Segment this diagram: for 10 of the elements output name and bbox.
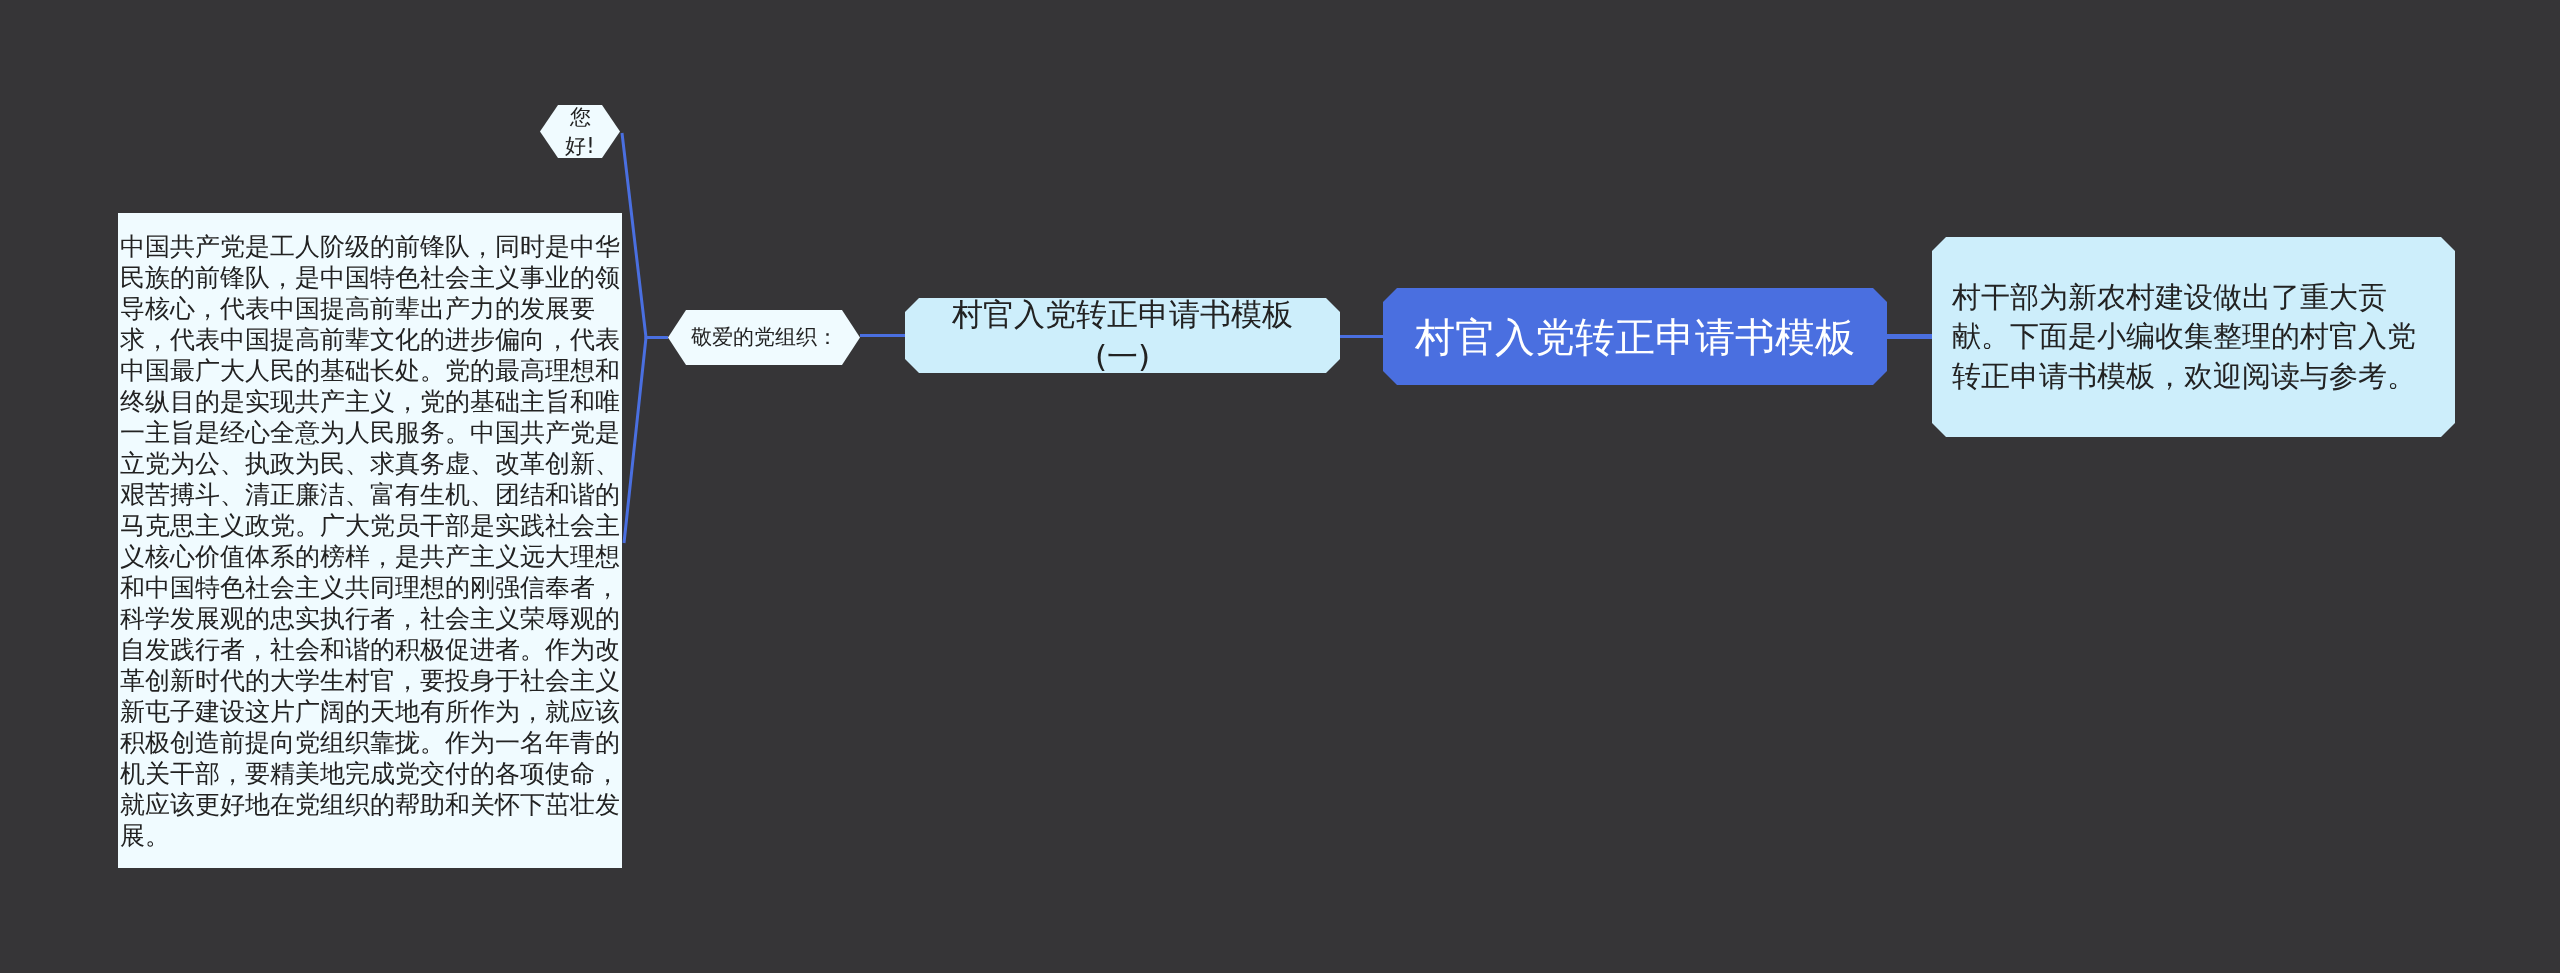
topic-box: 村官入党转正申请书模板(一): [905, 298, 1340, 373]
central-topic-box: 村官入党转正申请书模板: [1383, 288, 1887, 385]
connector-line: [1340, 335, 1383, 338]
connector-line: [860, 334, 905, 337]
connector-line: [622, 336, 668, 544]
connector-line: [1887, 334, 1932, 339]
note-box: 村干部为新农村建设做出了重大贡献。下面是小编收集整理的村官入党转正申请书模板，欢迎阅读与参考。: [1932, 237, 2455, 437]
subtopic-box: 敬爱的党组织：: [668, 310, 860, 365]
text-box: 中国共产党是工人阶级的前锋队，同时是中华民族的前锋队，是中国特色社会主义事业的领导核心，代表中国提高前辈出产力的发展要求，代表中国提高前辈文化的进步偏向，代表中国最广大人民的基础长处。党的最高理想和终纵目的是实现共产主义，党的基础主旨和唯一主旨是经心全意为人民服务。中国共产党是立党为公、执政为民、求真务虚、改革创新、艰苦搏斗、清正廉洁、富有生机、团结和谐的马克思主义政党。广大党员干部是实践社会主义核心价值体系的榜样，是共产主义远大理想和中国特色社会主义共同理想的刚强信奉者，科学发展观的忠实执行者，社会主义荣辱观的自发践行者，社会和谐的积极促进者。作为改革创新时代的大学生村官，要投身于社会主义新屯子建设这片广阔的天地有所作为，就应该积极创造前提向党组织靠拢。作为一名年青的机关干部，要精美地完成党交付的各项使命，就应该更好地在党组织的帮助和关怀下茁壮发展。: [118, 213, 622, 868]
subtopic-box: 您好!: [540, 105, 620, 158]
